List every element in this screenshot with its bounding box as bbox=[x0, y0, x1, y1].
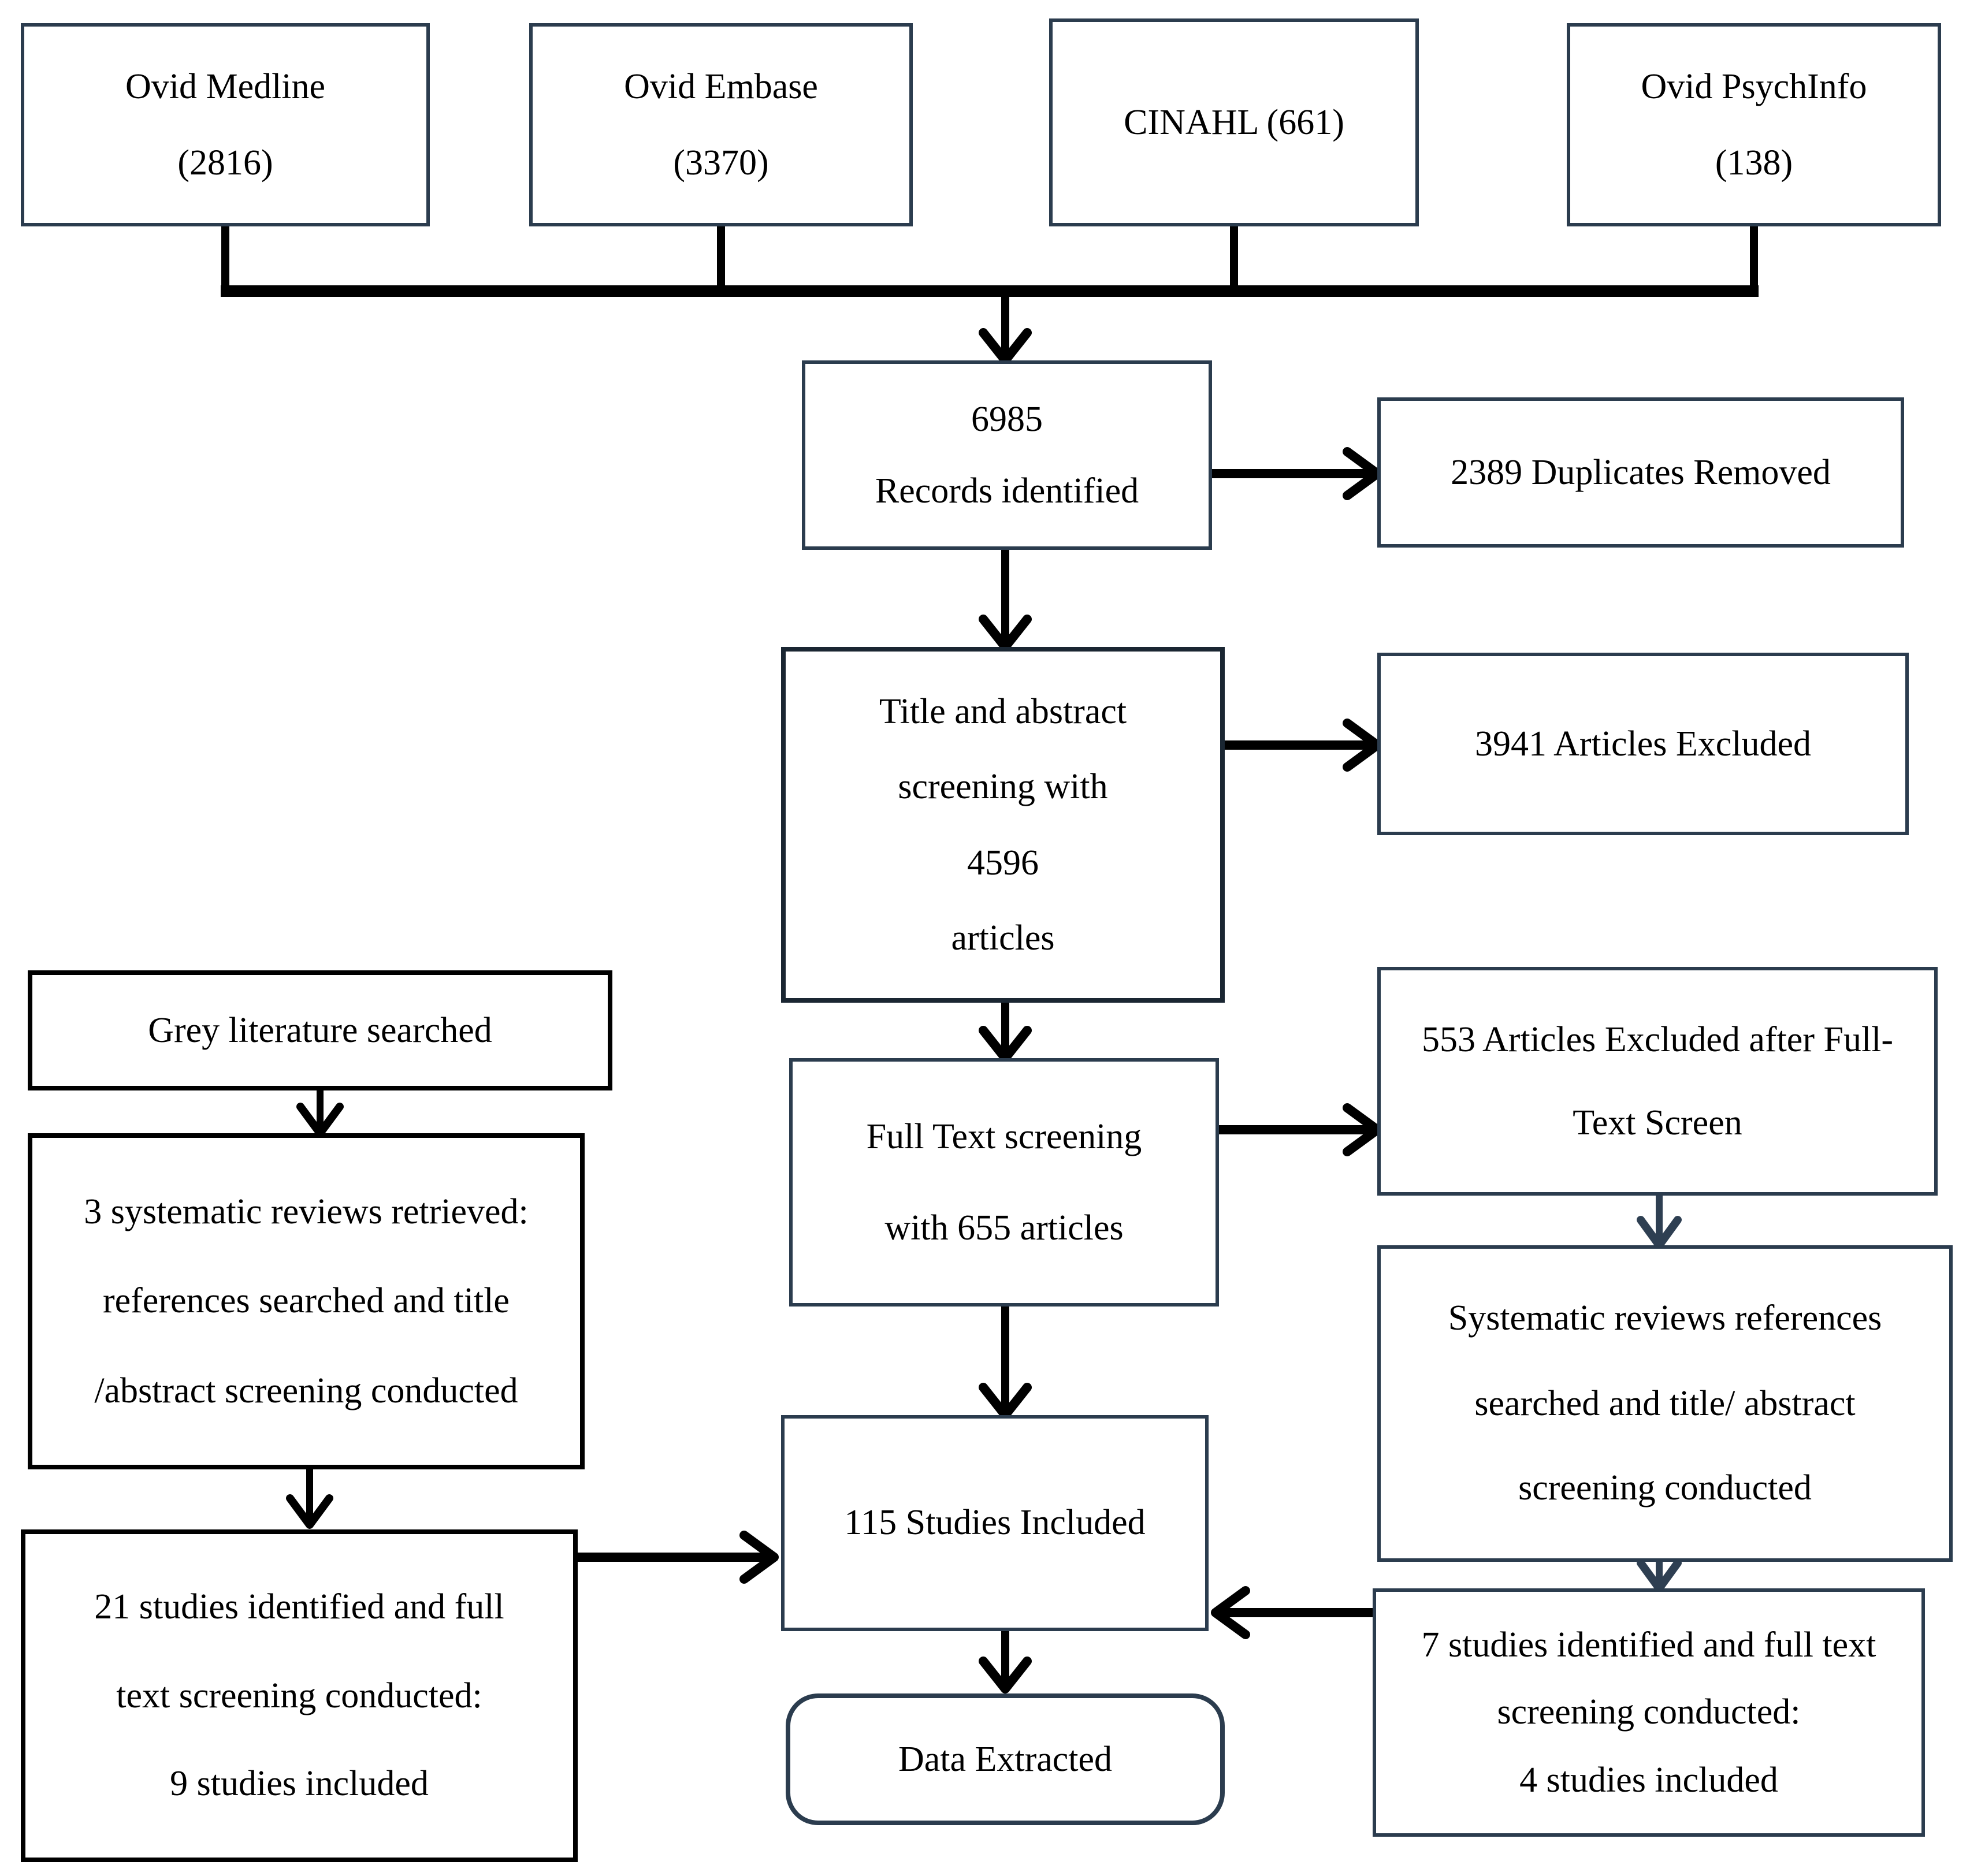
box-data-extracted: Data Extracted bbox=[786, 1693, 1225, 1825]
box-label: /abstract screening conducted bbox=[94, 1369, 518, 1410]
box-label: 553 Articles Excluded after Full- bbox=[1421, 1018, 1894, 1059]
box-label: screening conducted bbox=[1518, 1467, 1812, 1508]
arrow-grey-to-3sys bbox=[296, 1087, 344, 1137]
box-label: (138) bbox=[1715, 142, 1793, 183]
arrow-fulltext-to-115 bbox=[979, 1302, 1032, 1420]
box-label: Ovid Medline bbox=[125, 66, 326, 107]
box-articles-excluded: 3941 Articles Excluded bbox=[1377, 653, 1909, 835]
box-label: Grey literature searched bbox=[148, 1009, 492, 1050]
box-ovid-medline: Ovid Medline (2816) bbox=[21, 23, 430, 226]
arrow-115-to-data bbox=[979, 1627, 1032, 1693]
box-label: references searched and title bbox=[103, 1280, 510, 1321]
box-label: Title and abstract bbox=[879, 691, 1127, 732]
box-label: with 655 articles bbox=[884, 1207, 1124, 1248]
box-label: Systematic reviews references bbox=[1448, 1297, 1882, 1338]
box-excluded-after-full-text: 553 Articles Excluded after Full- Text S… bbox=[1377, 967, 1938, 1196]
box-seven-studies: 7 studies identified and full text scree… bbox=[1373, 1588, 1925, 1837]
box-label: Ovid Embase bbox=[624, 66, 818, 107]
arrow-title-to-fulltext bbox=[979, 999, 1032, 1063]
box-studies-included: 115 Studies Included bbox=[781, 1415, 1209, 1631]
box-label: Text Screen bbox=[1573, 1102, 1742, 1143]
box-twentyone-studies: 21 studies identified and full text scre… bbox=[21, 1529, 578, 1862]
box-duplicates-removed: 2389 Duplicates Removed bbox=[1377, 397, 1904, 548]
box-records-identified: 6985 Records identified bbox=[802, 360, 1212, 550]
box-grey-literature: Grey literature searched bbox=[28, 970, 612, 1090]
box-label: (2816) bbox=[177, 142, 273, 183]
box-systematic-reviews-refs: Systematic reviews references searched a… bbox=[1377, 1245, 1953, 1562]
box-label: Full Text screening bbox=[866, 1116, 1142, 1157]
box-label: 6985 bbox=[971, 399, 1043, 440]
arrow-sysrev-to-7studies bbox=[1637, 1558, 1682, 1592]
arrow-fulltext-to-553 bbox=[1214, 1103, 1382, 1156]
arrow-21studies-to-115 bbox=[573, 1531, 779, 1584]
box-label: 9 studies included bbox=[170, 1763, 429, 1804]
box-label: 4596 bbox=[967, 842, 1039, 883]
arrow-3sys-to-21studies bbox=[286, 1466, 333, 1529]
box-label: Data Extracted bbox=[898, 1738, 1113, 1779]
box-label: 2389 Duplicates Removed bbox=[1451, 451, 1831, 492]
box-label: 3 systematic reviews retrieved: bbox=[84, 1191, 529, 1232]
arrow-records-to-duplicates bbox=[1207, 447, 1382, 500]
box-ovid-embase: Ovid Embase (3370) bbox=[529, 23, 913, 226]
box-label: text screening conducted: bbox=[116, 1674, 482, 1715]
box-full-text-screening: Full Text screening with 655 articles bbox=[789, 1058, 1219, 1306]
box-label: Records identified bbox=[875, 470, 1139, 511]
arrow-collector-to-records bbox=[979, 287, 1032, 365]
box-title-abstract-screening: Title and abstract screening with 4596 a… bbox=[781, 647, 1225, 1003]
arrow-title-to-excluded bbox=[1220, 719, 1382, 772]
box-ovid-psychinfo: Ovid PsychInfo (138) bbox=[1567, 23, 1941, 226]
box-label: searched and title/ abstract bbox=[1474, 1382, 1856, 1423]
box-label: screening with bbox=[898, 766, 1108, 807]
box-label: screening conducted: bbox=[1497, 1691, 1801, 1732]
box-label: CINAHL (661) bbox=[1124, 101, 1344, 142]
box-label: articles bbox=[951, 917, 1055, 958]
box-label: 7 studies identified and full text bbox=[1421, 1624, 1876, 1665]
box-three-sys-reviews: 3 systematic reviews retrieved: referenc… bbox=[28, 1133, 585, 1469]
box-label: Ovid PsychInfo bbox=[1641, 66, 1867, 107]
arrow-7studies-to-115 bbox=[1211, 1586, 1381, 1639]
box-label: 115 Studies Included bbox=[844, 1502, 1146, 1543]
box-label: 21 studies identified and full bbox=[94, 1586, 504, 1627]
collector-lines bbox=[221, 226, 1759, 297]
box-label: 3941 Articles Excluded bbox=[1475, 723, 1811, 764]
box-label: 4 studies included bbox=[1519, 1759, 1778, 1800]
arrow-553-to-sysrev bbox=[1637, 1192, 1682, 1249]
box-label: (3370) bbox=[673, 142, 769, 183]
box-cinahl: CINAHL (661) bbox=[1049, 18, 1419, 226]
arrow-records-to-title-screening bbox=[979, 546, 1032, 652]
